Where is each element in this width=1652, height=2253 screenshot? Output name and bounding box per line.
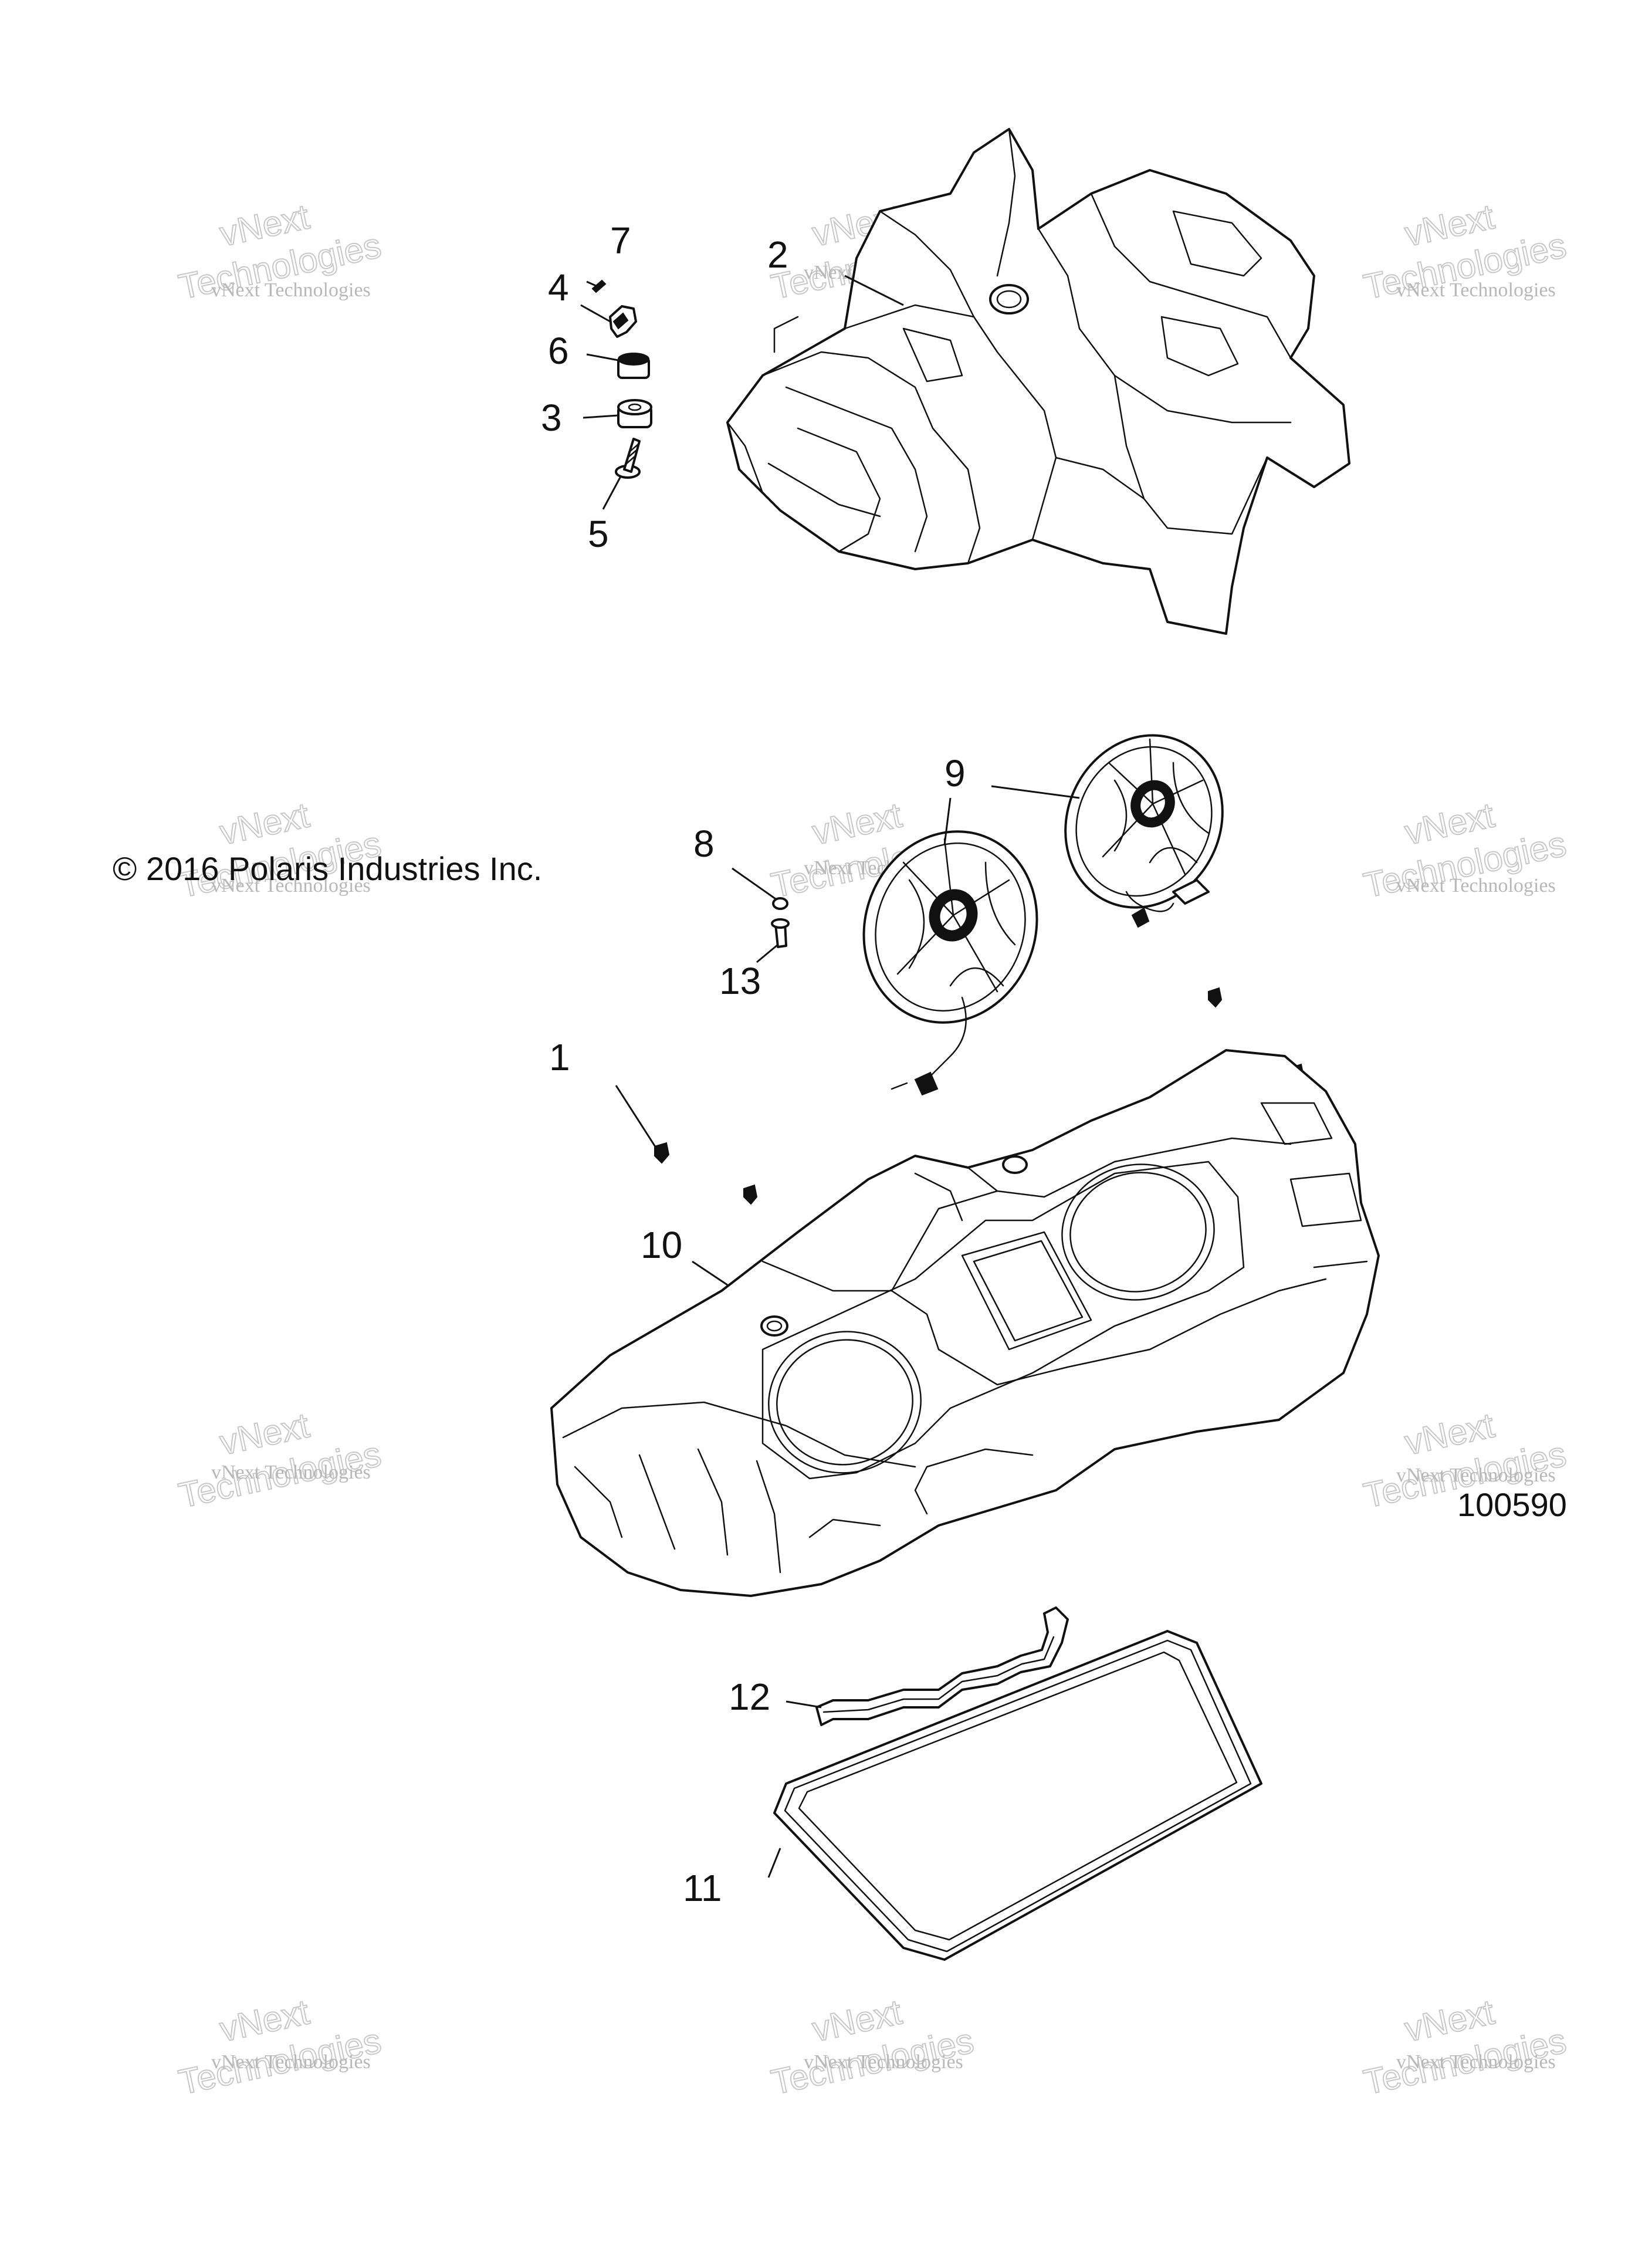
leader-5 — [602, 476, 622, 510]
part-1-fastener[interactable] — [1208, 987, 1223, 1008]
watermark-text: vNext Technologies — [804, 2051, 963, 2073]
callout-11: 11 — [683, 1867, 722, 1909]
watermark-text: vNext Technologies — [1396, 875, 1556, 897]
part-2-upper-cover[interactable] — [726, 128, 1350, 635]
part-9-fan-center[interactable] — [837, 807, 1063, 1096]
watermark-text: vNext Technologies — [211, 279, 371, 301]
copyright-text: © 2016 Polaris Industries Inc. — [113, 850, 542, 887]
callout-4: 4 — [548, 266, 569, 309]
watermark: vNext Technologies vNext Technologies — [1360, 1991, 1570, 2102]
watermark-text: vNext Technologies — [211, 2051, 371, 2073]
watermark-text: vNext Technologies — [1396, 1464, 1556, 1486]
callout-6: 6 — [548, 330, 569, 372]
callout-9: 9 — [945, 752, 966, 794]
callout-3: 3 — [541, 397, 562, 439]
watermark: vNext Technologies vNext Technologies — [175, 1991, 385, 2102]
watermark-text: vNext Technologies — [1396, 2051, 1556, 2073]
leader-13 — [756, 943, 778, 963]
leader-1 — [615, 1085, 657, 1148]
watermark-text: vNext Technologies — [211, 1462, 371, 1483]
callout-12: 12 — [729, 1676, 770, 1718]
figure-number: 100590 — [1457, 1486, 1567, 1523]
leader-2 — [844, 275, 904, 306]
callouts: 7 4 6 3 5 2 9 8 13 1 10 12 11 — [541, 219, 966, 1909]
watermark: vNext Technologies vNext Technologies — [1360, 196, 1570, 307]
callout-1: 1 — [549, 1036, 570, 1078]
part-5-bolt[interactable] — [615, 438, 641, 479]
leader-7 — [586, 280, 598, 287]
leader-lines — [580, 275, 1080, 1878]
watermark-text: vNext Technologies — [211, 875, 371, 897]
part-1-fastener[interactable] — [743, 1184, 758, 1205]
watermark: vNext Technologies vNext Technologies — [175, 1405, 385, 1515]
watermark: vNext Technologies vNext Technologies — [1360, 794, 1570, 905]
callout-5: 5 — [588, 513, 609, 555]
part-1-fastener[interactable] — [654, 1142, 670, 1164]
leader-10 — [692, 1260, 728, 1286]
callout-10: 10 — [641, 1224, 682, 1266]
callout-13: 13 — [719, 960, 761, 1002]
part-3-washer[interactable] — [617, 399, 652, 428]
watermark: vNext Technologies vNext Technologies — [175, 196, 385, 307]
leader-6 — [586, 353, 619, 361]
leader-11 — [767, 1848, 781, 1878]
leader-9b — [943, 797, 952, 845]
leader-4 — [580, 304, 611, 323]
callout-7: 7 — [610, 219, 631, 262]
leader-9 — [991, 785, 1080, 799]
watermark: vNext Technologies vNext Technologies — [767, 1991, 978, 2102]
part-11-gasket[interactable] — [773, 1630, 1262, 1961]
part-12-strip[interactable] — [815, 1606, 1069, 1726]
part-8-nut[interactable] — [772, 897, 788, 910]
part-13-screw[interactable] — [771, 918, 790, 948]
watermark-text: vNext Technologies — [1396, 279, 1556, 301]
part-10-lower-body[interactable] — [550, 1049, 1380, 1597]
callout-8: 8 — [693, 823, 715, 865]
leader-3 — [583, 414, 619, 419]
leader-12 — [786, 1700, 822, 1709]
part-9-fan-right[interactable] — [1038, 709, 1250, 933]
callout-2: 2 — [767, 234, 788, 276]
part-6-grommet[interactable] — [617, 353, 650, 379]
part-4-clip[interactable] — [609, 305, 637, 338]
leader-8 — [732, 867, 776, 900]
part-7-pin[interactable] — [591, 279, 607, 293]
